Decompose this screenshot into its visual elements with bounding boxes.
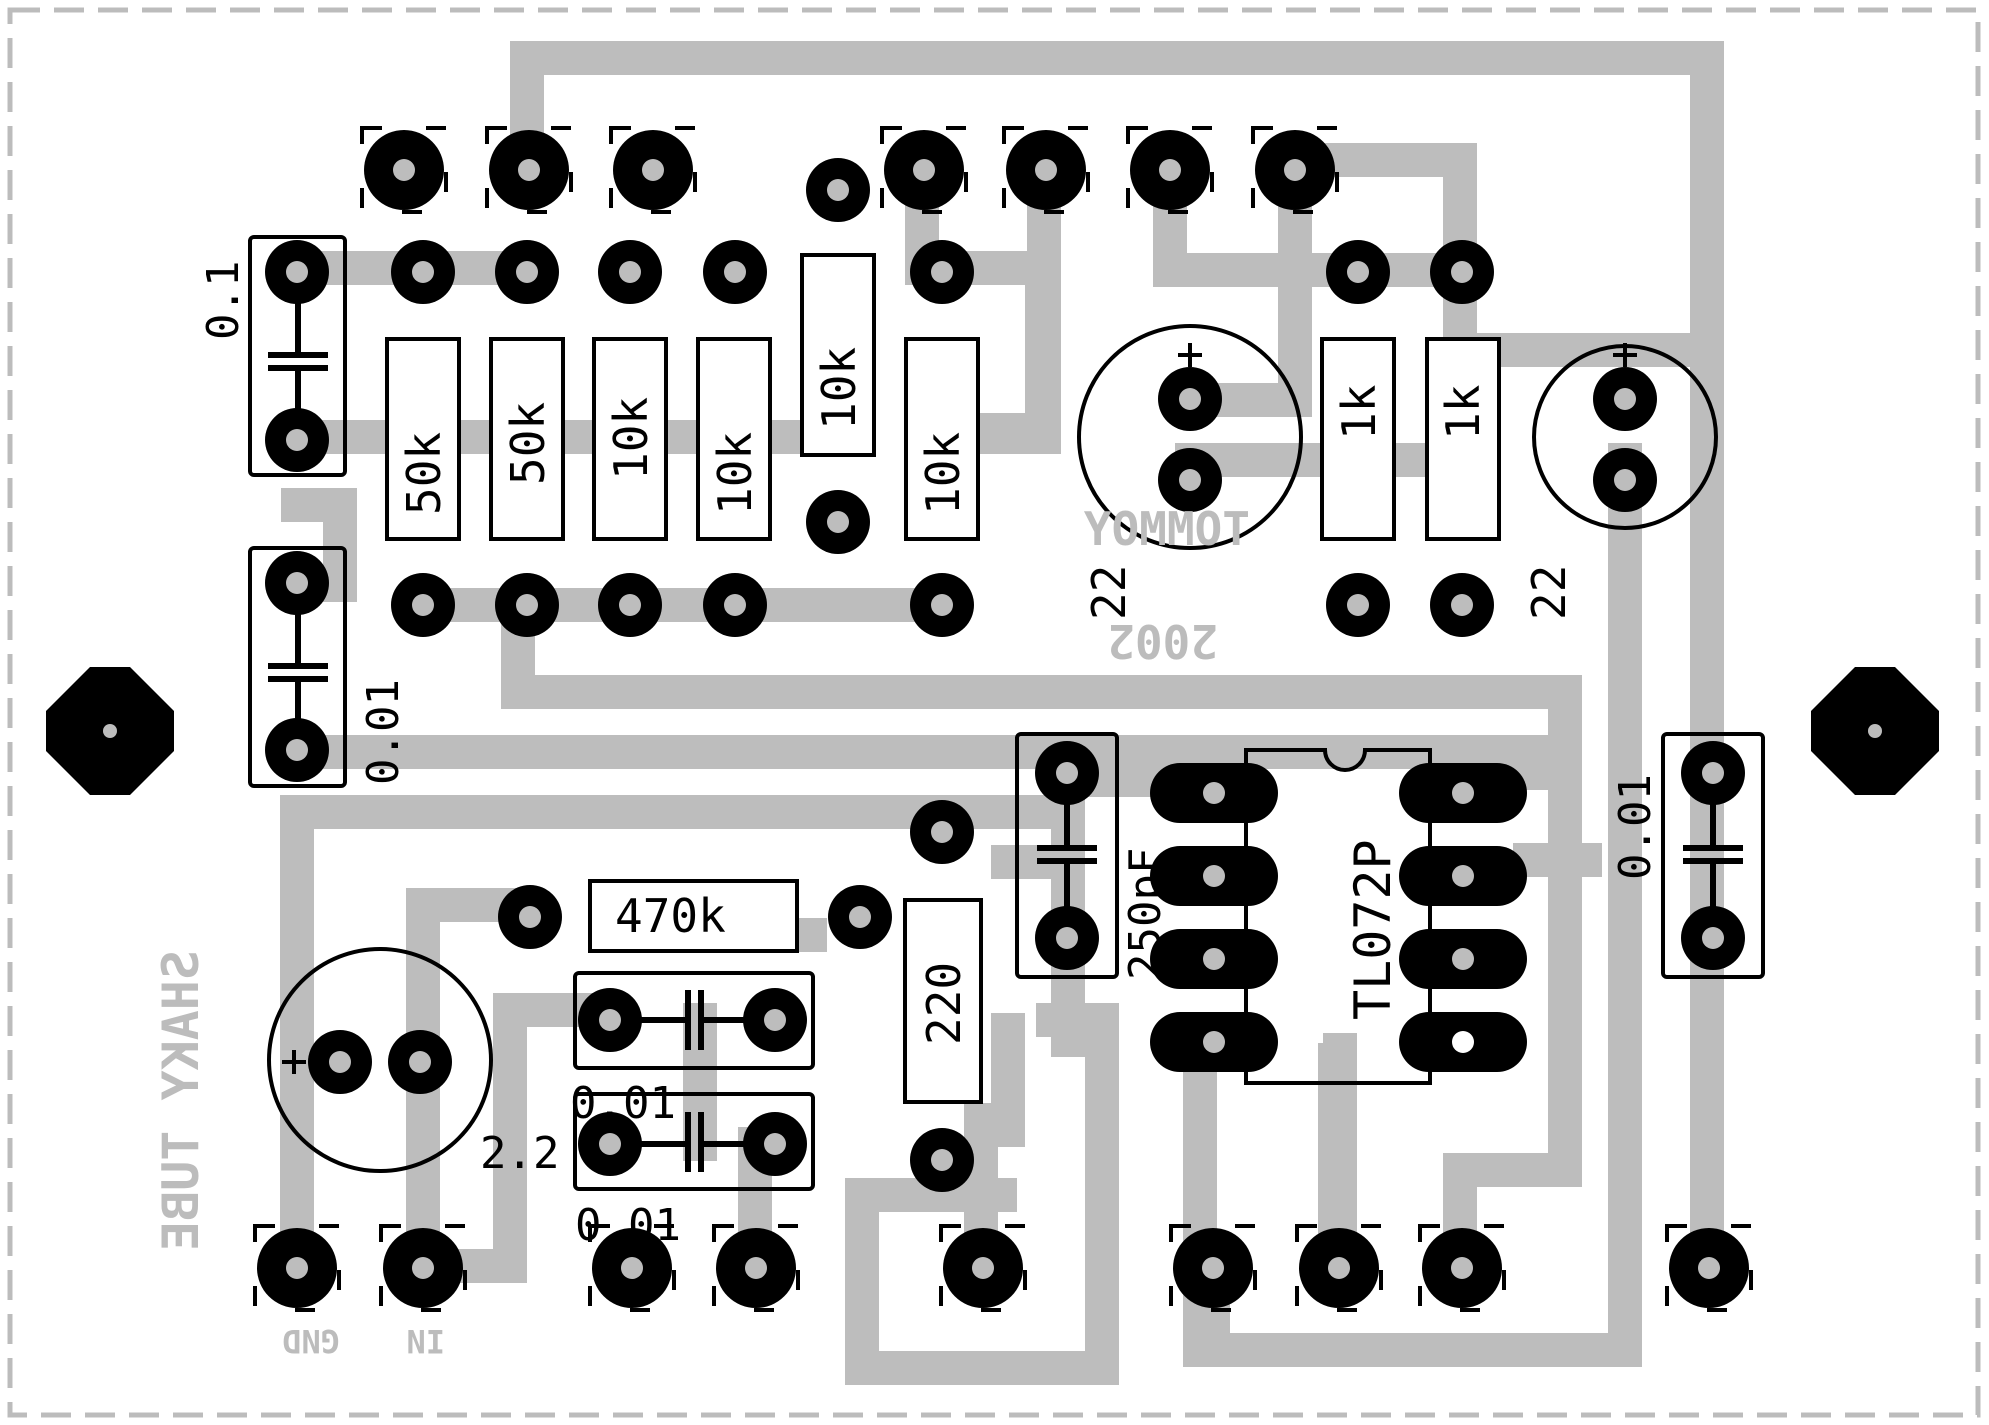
label-r1: 50k	[397, 432, 451, 515]
label-ecap-mid: 22	[1082, 565, 1136, 620]
label-ecap-low: 2.2	[480, 1128, 559, 1179]
label-r7: 1k	[1332, 385, 1386, 440]
capacitor-symbols	[268, 268, 1743, 1172]
silk-year: 2002	[1107, 614, 1218, 668]
board-outline	[7, 7, 1981, 1418]
silk-title: SHAKY TUBE	[152, 950, 210, 1251]
label-cap-250pf: 250pF	[1120, 848, 1171, 980]
silk-gnd: GND	[282, 1322, 340, 1360]
label-cap-right: 0.01	[1610, 774, 1661, 880]
label-ic: TL072P	[1344, 839, 1402, 1020]
component-labels: 0.1 0.01 50k 50k 10k 10k 10k 10k 1k 1k 2…	[198, 261, 1661, 1251]
label-r-470k: 470k	[615, 889, 726, 943]
label-r3: 10k	[604, 397, 658, 480]
connector-pad-frames	[253, 126, 1753, 1312]
traces	[280, 41, 1724, 1385]
capacitor-frames	[248, 235, 1765, 1191]
resistor-bodies	[385, 253, 1501, 1104]
drill-holes	[103, 159, 1882, 1279]
label-r2: 50k	[501, 402, 555, 485]
label-cap-low-2: 0.01	[575, 1200, 681, 1251]
label-r8: 1k	[1436, 385, 1490, 440]
label-cap-0-01-left: 0.01	[358, 679, 409, 785]
label-cap-0-1: 0.1	[198, 261, 249, 340]
label-r-220: 220	[917, 962, 971, 1045]
silk-author: TOMMOY	[1084, 502, 1250, 556]
label-r4: 10k	[708, 432, 762, 515]
ic-pin1-hole	[1452, 1031, 1474, 1053]
polarity-marks	[282, 343, 1637, 1074]
label-r6: 10k	[916, 432, 970, 515]
silkscreen-text: TOMMOY 2002 SHAKY TUBE GND IN	[152, 502, 1250, 1360]
label-ecap-right: 22	[1522, 565, 1576, 620]
label-cap-low-1: 0.01	[570, 1078, 676, 1129]
ic-pads	[1150, 763, 1527, 1072]
label-r5: 10k	[812, 347, 866, 430]
silk-in: IN	[406, 1322, 445, 1360]
